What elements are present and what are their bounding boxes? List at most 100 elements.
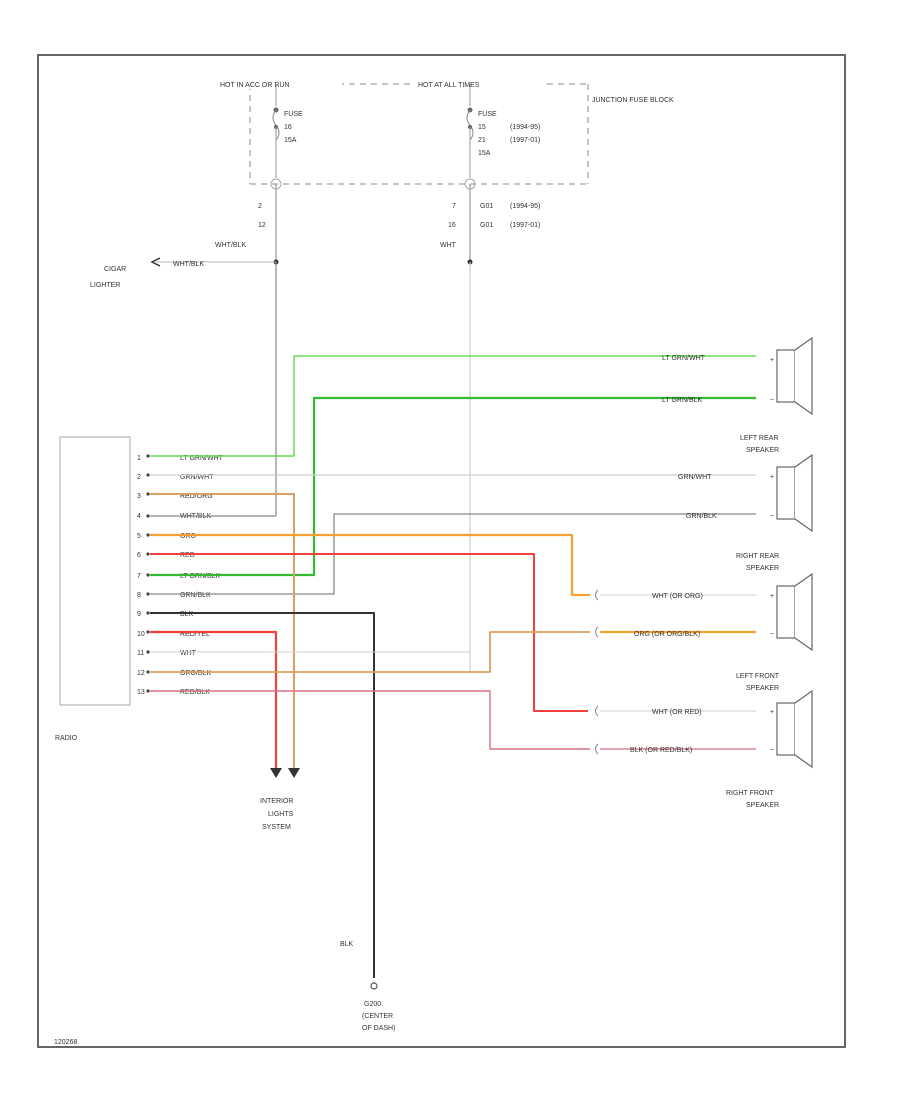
svg-text:11: 11 (137, 650, 144, 657)
svg-text:+: + (770, 474, 774, 481)
rf-wire-b: BLK (OR RED/BLK) (630, 747, 692, 754)
svg-text:−: − (770, 631, 774, 638)
conn-right-pin2: 16 (448, 222, 456, 229)
svg-text:6: 6 (137, 552, 141, 559)
speaker-icon (794, 336, 813, 416)
speaker-right-rear: GRN/WHT GRN/BLK + − RIGHT REAR SPEAKER (678, 453, 813, 572)
arrow-down-icon (288, 768, 300, 778)
svg-text:8: 8 (137, 592, 141, 599)
ground-icon (370, 982, 378, 990)
speaker-icon (794, 453, 813, 533)
svg-text:−: − (770, 513, 774, 520)
lr-label-1: LEFT REAR (740, 435, 778, 442)
fuse-right-num2: 21 (478, 137, 486, 144)
wire-blk (150, 612, 375, 978)
cigar-arrow-icon (150, 257, 161, 267)
lr-wire-b: LT GRN/BLK (662, 397, 703, 404)
svg-text:+: + (770, 357, 774, 364)
speaker-left-rear: LT GRN/WHT LT GRN/BLK + − LEFT REAR SPEA… (662, 336, 813, 454)
wire-lt-grn-blk (150, 396, 756, 577)
cigar-label-1: CIGAR (104, 266, 126, 273)
fuse-left-num: 16 (284, 124, 292, 131)
svg-text:LT GRN/BLK: LT GRN/BLK (180, 573, 221, 580)
ground-label-3: OF DASH) (362, 1025, 395, 1032)
conn-right-yr1: (1994-95) (510, 203, 540, 210)
fuse-right-yr1: (1994-95) (510, 124, 540, 131)
conn-right-code2: G01 (480, 222, 493, 229)
radio-pin-1: 1 LT GRN/WHT (137, 455, 224, 462)
rf-label-1: RIGHT FRONT (726, 790, 774, 797)
svg-text:5: 5 (137, 533, 141, 540)
conn-left-pin1: 2 (258, 203, 262, 210)
radio-pin-3: 3 RED/ORG (137, 493, 213, 500)
svg-text:WHT: WHT (180, 650, 197, 657)
hot-at-all-times-label: HOT AT ALL TIMES (418, 82, 480, 89)
svg-text:10: 10 (137, 631, 145, 638)
fuse-right-num1: 15 (478, 124, 486, 131)
radio-label: RADIO (55, 735, 78, 742)
rr-wire-b: GRN/BLK (686, 513, 717, 520)
diagram-frame (37, 54, 846, 1048)
ground-label-1: G200 (364, 1001, 381, 1008)
radio-pin-11: 11 WHT (137, 650, 197, 657)
wire-red-blk (150, 690, 590, 750)
rr-wire-a: GRN/WHT (678, 474, 712, 481)
svg-text:3: 3 (137, 493, 141, 500)
lf-wire-b: ORG (OR ORG/BLK) (634, 631, 700, 638)
svg-text:LT GRN/WHT: LT GRN/WHT (180, 455, 224, 462)
fuse-left-word: FUSE (284, 111, 303, 118)
svg-text:7: 7 (137, 573, 141, 580)
lf-label-2: SPEAKER (746, 685, 779, 692)
svg-text:RED/YEL: RED/YEL (180, 631, 210, 638)
fuse-block-label: JUNCTION FUSE BLOCK (592, 97, 674, 104)
lr-label-2: SPEAKER (746, 447, 779, 454)
svg-text:1: 1 (137, 455, 141, 462)
radio-pin-dots (146, 454, 150, 693)
interior-label-3: SYSTEM (262, 824, 291, 831)
wire-lt-grn-wht (150, 355, 756, 457)
left-fuse-circuit (150, 84, 282, 516)
right-fuse-circuit (464, 84, 476, 672)
rf-wire-a: WHT (OR RED) (652, 709, 702, 716)
svg-text:GRN/WHT: GRN/WHT (180, 474, 214, 481)
radio-box (59, 436, 131, 706)
speaker-right-front: WHT (OR RED) BLK (OR RED/BLK) + − RIGHT … (630, 689, 813, 809)
cigar-wire-label: WHT/BLK (173, 261, 204, 268)
fuse-right-rating: 15A (478, 150, 491, 157)
svg-text:RED: RED (180, 552, 195, 559)
svg-text:RED/ORG: RED/ORG (180, 493, 213, 500)
speaker-icon (794, 572, 813, 652)
radio-pin-5: 5 ORG (137, 533, 196, 540)
cigar-label-2: LIGHTER (90, 282, 120, 289)
conn-right-code1: G01 (480, 203, 493, 210)
rr-label-2: SPEAKER (746, 565, 779, 572)
inline-connectors (595, 589, 599, 755)
fuse-right-word: FUSE (478, 111, 497, 118)
conn-right-pin1: 7 (452, 203, 456, 210)
fuse-right-yr2: (1997-01) (510, 137, 540, 144)
wire-red-org (150, 493, 295, 768)
svg-text:−: − (770, 397, 774, 404)
svg-text:ORG: ORG (180, 533, 196, 540)
wire-org (150, 533, 590, 597)
speaker-icon (794, 689, 813, 769)
interior-label-2: LIGHTS (268, 811, 294, 818)
ground-g200: BLK G200 (CENTER OF DASH) (340, 941, 395, 1032)
lr-wire-a: LT GRN/WHT (662, 355, 706, 362)
ground-wire-label: BLK (340, 941, 354, 948)
lf-wire-a: WHT (OR ORG) (652, 593, 703, 600)
radio-pin-7: 7 LT GRN/BLK (137, 573, 221, 580)
svg-text:+: + (770, 593, 774, 600)
junction-fuse-block: HOT IN ACC OR RUN HOT AT ALL TIMES JUNCT… (216, 78, 674, 185)
interior-label-1: INTERIOR (260, 798, 293, 805)
ground-label-2: (CENTER (362, 1013, 393, 1020)
svg-text:12: 12 (137, 670, 145, 677)
svg-text:RED/BLK: RED/BLK (180, 689, 210, 696)
svg-text:9: 9 (137, 611, 141, 618)
conn-left-wire: WHT/BLK (215, 242, 246, 249)
wire-red-yel (150, 630, 278, 768)
